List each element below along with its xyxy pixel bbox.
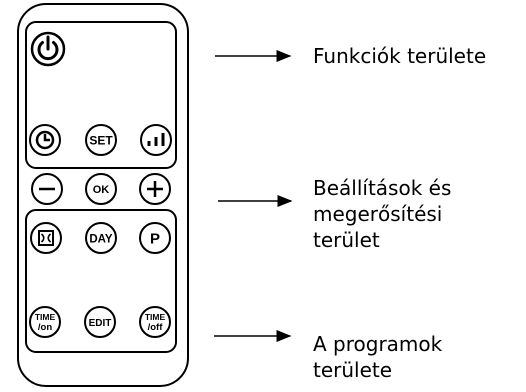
minus-button[interactable]	[31, 173, 63, 205]
programs-label-line-2: területe	[313, 358, 393, 382]
set-button-label: SET	[89, 134, 113, 148]
signal-bars-icon	[147, 133, 165, 146]
settings-label-line-3: terület	[313, 228, 380, 252]
time-on-label-top: TIME	[35, 312, 56, 322]
day-button-label: DAY	[89, 234, 113, 246]
function-area	[25, 21, 177, 169]
settings-label-line-1: Beállítások és	[313, 176, 452, 200]
edit-button[interactable]: EDIT	[84, 306, 116, 338]
program-button[interactable]: P	[139, 222, 171, 254]
power-icon	[37, 35, 59, 61]
clock-icon	[35, 130, 55, 150]
settings-label-line-2: megerősítési	[313, 202, 443, 226]
settings-area-label: Beállítások és megerősítési terület	[313, 175, 451, 253]
signal-button[interactable]	[140, 124, 172, 156]
programs-area-label: A programok területe	[313, 331, 442, 383]
functions-label-line: Funkciók területe	[313, 44, 487, 68]
time-on-button[interactable]: TIME /on	[29, 306, 61, 338]
programs-label-line-1: A programok	[313, 332, 443, 356]
time-off-label-bottom: /off	[148, 322, 164, 333]
ok-button[interactable]: OK	[85, 173, 117, 205]
program-button-label: P	[150, 231, 160, 248]
window-button[interactable]	[30, 222, 62, 254]
time-off-label-top: TIME	[145, 312, 166, 322]
plus-button[interactable]	[139, 173, 171, 205]
time-on-label-bottom: /on	[38, 322, 52, 333]
program-area	[25, 209, 177, 353]
day-button[interactable]: DAY	[85, 222, 117, 254]
window-icon	[38, 230, 54, 246]
time-off-button[interactable]: TIME /off	[139, 306, 171, 338]
plus-icon	[147, 181, 163, 197]
functions-area-label: Funkciók területe	[313, 43, 486, 69]
edit-button-label: EDIT	[89, 318, 112, 329]
clock-button[interactable]	[29, 124, 61, 156]
set-button[interactable]: SET	[85, 124, 117, 156]
ok-button-label: OK	[93, 184, 110, 196]
power-button[interactable]	[30, 31, 66, 67]
